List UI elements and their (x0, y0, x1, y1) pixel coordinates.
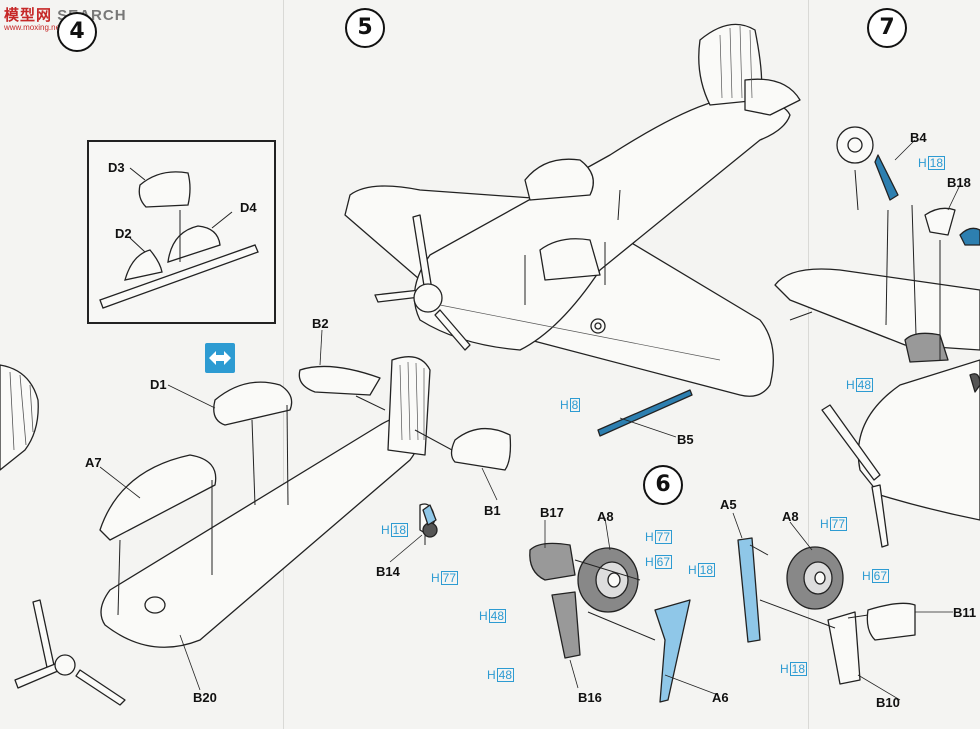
paint-prefix: H (431, 571, 440, 585)
paint-code: 18 (927, 156, 946, 170)
landing-gear-drawing (422, 504, 916, 703)
part-label-d1: D1 (150, 377, 167, 392)
paint-code: 8 (569, 398, 581, 412)
part-label-b17: B17 (540, 505, 564, 520)
part-label-b20: B20 (193, 690, 217, 705)
part-label-d2: D2 (115, 226, 132, 241)
part-label-a8-left: A8 (597, 509, 614, 524)
paint-code: 77 (829, 517, 848, 531)
fold-line (808, 0, 809, 729)
part-label-b5: B5 (677, 432, 694, 447)
part-label-b10: B10 (876, 695, 900, 710)
watermark-text: 模型网 (4, 7, 53, 24)
part-label-b14: B14 (376, 564, 400, 579)
paint-prefix: H (381, 523, 390, 537)
part-label-b1: B1 (484, 503, 501, 518)
step-number-5: 5 (345, 8, 385, 48)
part-label-b11: B11 (953, 605, 977, 620)
paint-code: 48 (855, 378, 874, 392)
paint-prefix: H (846, 378, 855, 392)
airplane-step5-drawing (344, 23, 801, 437)
paint-prefix: H (918, 156, 927, 170)
paint-code: 67 (654, 555, 673, 569)
step-number-6: 6 (643, 465, 683, 505)
part-label-b2: B2 (312, 316, 329, 331)
paint-code: 48 (488, 609, 507, 623)
paint-code: 18 (390, 523, 409, 537)
paint-code: 67 (871, 569, 890, 583)
partial-wing-drawing (0, 364, 39, 471)
paint-prefix: H (862, 569, 871, 583)
part-label-d3: D3 (108, 160, 125, 175)
paint-code: 18 (789, 662, 808, 676)
paint-code: 18 (697, 563, 716, 577)
part-label-b4: B4 (910, 130, 927, 145)
paint-prefix: H (560, 398, 569, 412)
paint-prefix: H (645, 555, 654, 569)
part-label-b18: B18 (947, 175, 971, 190)
paint-code: 77 (440, 571, 459, 585)
paint-prefix: H (645, 530, 654, 544)
paint-prefix: H (487, 668, 496, 682)
airplane-step7-drawing (774, 126, 980, 548)
swap-arrows-icon (205, 343, 235, 373)
part-label-a8-right: A8 (782, 509, 799, 524)
part-label-a7: A7 (85, 455, 102, 470)
paint-prefix: H (479, 609, 488, 623)
paint-prefix: H (820, 517, 829, 531)
part-label-b16: B16 (578, 690, 602, 705)
paint-prefix: H (780, 662, 789, 676)
part-label-d4: D4 (240, 200, 257, 215)
fold-line (283, 0, 284, 729)
paint-code: 77 (654, 530, 673, 544)
fuselage-drawing (14, 356, 512, 706)
paint-code: 48 (496, 668, 515, 682)
step-number-4: 4 (57, 12, 97, 52)
part-label-a5: A5 (720, 497, 737, 512)
watermark-url: www.moxing.net (4, 23, 63, 32)
paint-prefix: H (688, 563, 697, 577)
part-label-a6: A6 (712, 690, 729, 705)
step-number-7: 7 (867, 8, 907, 48)
